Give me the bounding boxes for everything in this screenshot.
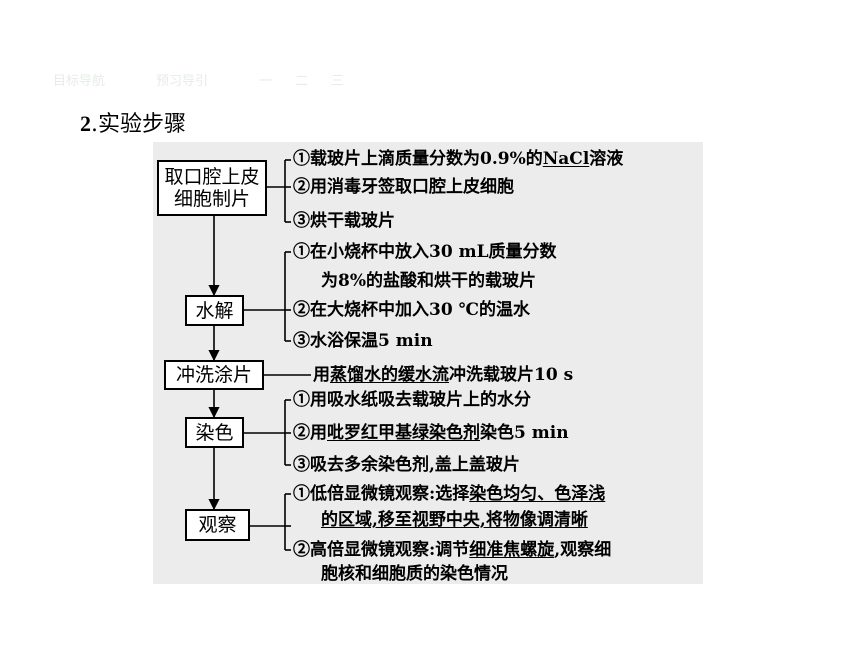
step-box-hydrolysis: 水解 — [185, 295, 244, 326]
detail-observation-2a: ②高倍显微镜观察:调节细准焦螺旋,观察细 — [293, 540, 612, 560]
detail-slide-prep-1: ①载玻片上滴质量分数为0.9%的NaCl溶液 — [293, 149, 624, 169]
nav-item-goal[interactable]: 目标导航 — [53, 74, 106, 89]
nav-item-three[interactable]: 三 — [331, 74, 345, 89]
experiment-flowchart: 取口腔上皮 细胞制片 水解 冲洗涂片 染色 观察 ①载玻片上滴质量分数为0.9%… — [153, 142, 703, 584]
step-box-slide-prep: 取口腔上皮 细胞制片 — [157, 160, 267, 216]
detail-staining-3: ③吸去多余染色剂,盖上盖玻片 — [293, 455, 520, 475]
step-label-line: 细胞制片 — [173, 188, 250, 210]
step-box-staining: 染色 — [185, 417, 244, 448]
section-number: 2 — [80, 111, 91, 136]
flowchart-connectors — [208, 159, 311, 551]
section-heading: 2.实验步骤 — [80, 106, 186, 138]
detail-hydrolysis-3: ③水浴保温5 min — [293, 331, 433, 351]
detail-staining-2: ②用吡罗红甲基绿染色剂染色5 min — [293, 423, 569, 443]
section-title: .实验步骤 — [91, 112, 186, 137]
step-box-observation: 观察 — [185, 509, 250, 541]
detail-slide-prep-3: ③烘干载玻片 — [293, 211, 395, 231]
nav-item-one[interactable]: 一 — [259, 74, 273, 89]
detail-slide-prep-2: ②用消毒牙签取口腔上皮细胞 — [293, 177, 514, 197]
step-label-line: 取口腔上皮 — [164, 166, 260, 188]
step-label: 冲洗涂片 — [175, 364, 252, 386]
detail-hydrolysis-1a: ①在小烧杯中放入30 mL质量分数 — [293, 242, 557, 262]
step-box-rinse: 冲洗涂片 — [164, 360, 264, 390]
detail-observation-1a: ①低倍显微镜观察:选择染色均匀、色泽浅 — [293, 484, 606, 504]
step-label: 染色 — [195, 421, 234, 444]
detail-staining-1: ①用吸水纸吸去载玻片上的水分 — [293, 390, 531, 410]
detail-hydrolysis-2: ②在大烧杯中加入30 ℃的温水 — [293, 300, 530, 320]
step-label: 观察 — [198, 514, 237, 536]
detail-rinse: 用蒸馏水的缓水流冲洗载玻片10 s — [313, 365, 574, 385]
detail-hydrolysis-1b: 为8%的盐酸和烘干的载玻片 — [321, 271, 536, 291]
nav-item-preview[interactable]: 预习导引 — [156, 74, 209, 89]
step-label: 水解 — [195, 299, 234, 322]
detail-observation-2b: 胞核和细胞质的染色情况 — [321, 564, 508, 584]
nav-item-two[interactable]: 二 — [295, 74, 309, 89]
detail-observation-1b: 的区域,移至视野中央,将物像调清晰 — [321, 510, 588, 530]
